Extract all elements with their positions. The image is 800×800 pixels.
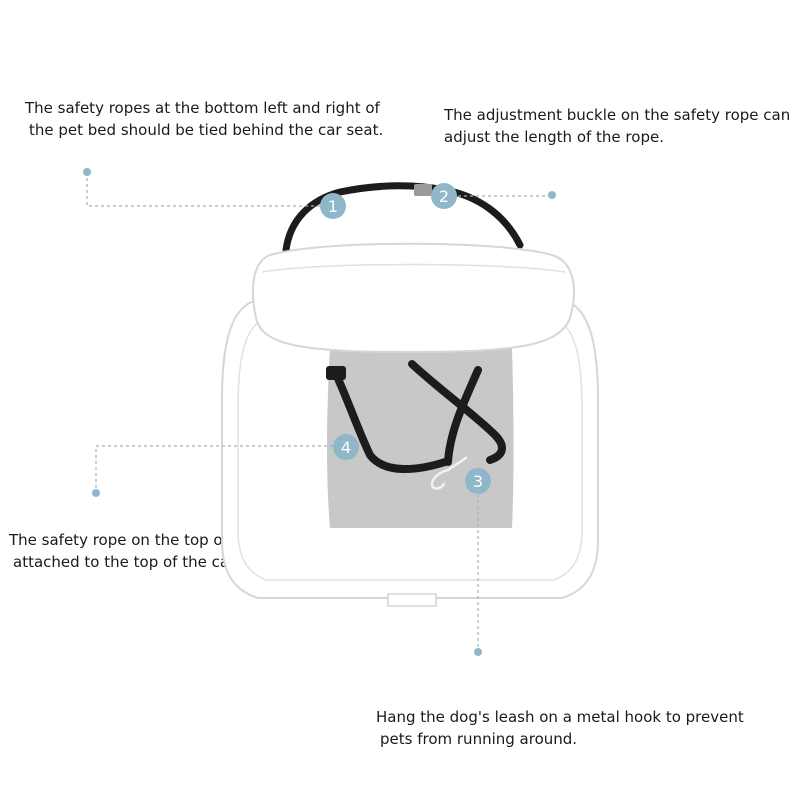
adjustment-buckle: [414, 184, 432, 196]
inner-strap-clip: [326, 366, 346, 380]
svg-text:3: 3: [473, 472, 483, 491]
leader-lines: [86, 172, 552, 651]
inner-strap-cross: [444, 366, 482, 466]
callout-badge-2: 2: [431, 183, 457, 209]
top-cushion-seam: [261, 263, 566, 273]
leader-dot-1: [83, 168, 91, 176]
callout-2-caption: The adjustment buckle on the safety rope…: [444, 104, 790, 148]
inner-strap-right: [408, 360, 506, 464]
svg-text:4: 4: [341, 438, 351, 457]
svg-text:2: 2: [439, 187, 449, 206]
callout-2-line-1: The adjustment buckle on the safety rope…: [444, 106, 791, 124]
metal-hook-icon: [430, 456, 468, 490]
svg-text:1: 1: [328, 197, 338, 216]
top-cushion: [251, 242, 575, 354]
callout-1-line-1: The safety ropes at the bottom left and …: [25, 99, 380, 117]
callout-3-caption: Hang the dog's leash on a metal hook to …: [376, 706, 744, 750]
leader-line-1: [86, 172, 320, 207]
inner-strap-left: [331, 368, 449, 473]
callout-1-caption: The safety ropes at the bottom left and …: [25, 97, 383, 141]
callout-3-line-2: pets from running around.: [380, 730, 578, 748]
bed-body-inner-outline: [237, 319, 583, 581]
leader-dot-4: [92, 489, 100, 497]
leader-dot-3: [474, 648, 482, 656]
front-tab: [387, 593, 437, 607]
callout-badge-1: 1: [320, 193, 346, 219]
top-safety-strap: [282, 182, 524, 254]
callout-badge-4: 4: [333, 434, 359, 460]
callout-badge-3: 3: [465, 468, 491, 494]
leader-dot-2: [548, 191, 556, 199]
callout-2-line-2: adjust the length of the rope.: [444, 128, 664, 146]
callout-1-line-2: the pet bed should be tied behind the ca…: [29, 121, 384, 139]
callout-3-line-1: Hang the dog's leash on a metal hook to …: [376, 708, 744, 726]
leader-line-4: [95, 445, 334, 494]
